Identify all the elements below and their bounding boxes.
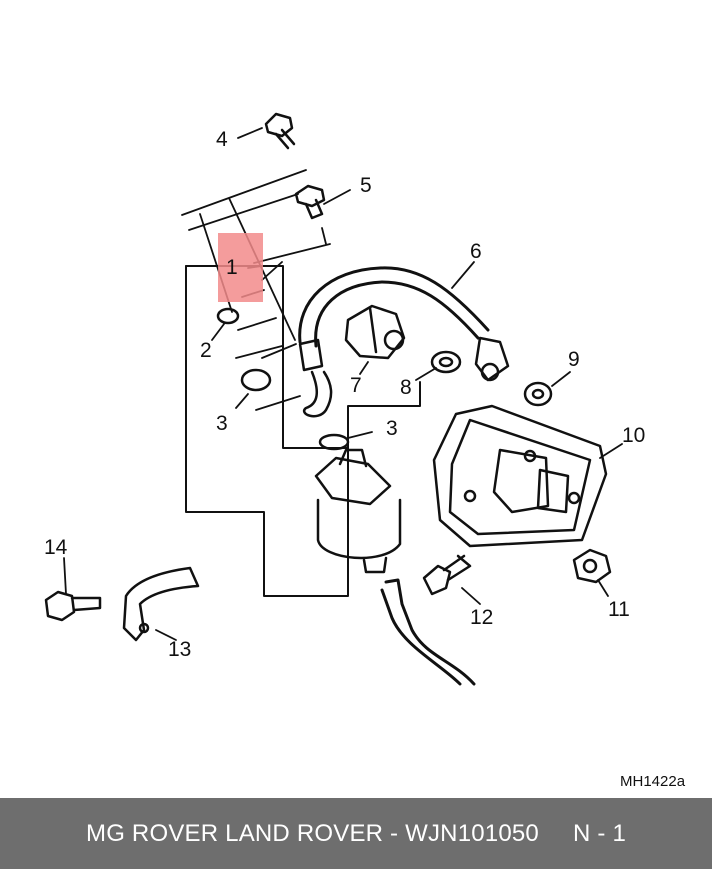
callout-11[interactable]: 11	[608, 598, 630, 621]
callout-12[interactable]: 12	[470, 606, 493, 629]
banjo-bolt-5-drawing	[294, 184, 326, 220]
fuel-hose-6-drawing	[298, 266, 510, 418]
footer-brand-text: MG ROVER LAND ROVER - WJN101050	[86, 819, 539, 847]
diagram-reference-code: MH1422a	[620, 773, 686, 790]
callout-9[interactable]: 9	[568, 348, 580, 371]
outlet-pipe-drawing	[380, 578, 476, 686]
callout-3-lower[interactable]: 3	[386, 417, 398, 440]
callout-5[interactable]: 5	[360, 174, 372, 197]
washer-9-drawing	[523, 381, 553, 407]
bracket-10-drawing	[432, 404, 608, 548]
callout-7[interactable]: 7	[350, 374, 362, 397]
grommet-11-drawing	[572, 548, 612, 584]
banjo-bolt-4-drawing	[264, 112, 296, 150]
footer-bar: MG ROVER LAND ROVER - WJN101050 N - 1	[0, 798, 712, 869]
fuel-filter-drawing	[314, 448, 402, 574]
bolt-12-drawing	[422, 554, 472, 596]
washer-8-drawing	[430, 350, 462, 374]
sealing-washer-upper-drawing	[240, 368, 272, 392]
callout-13[interactable]: 13	[168, 638, 191, 661]
parts-diagram: 1 2 3 3 4 5 6 7 8 9 10 11 12 13 14 MH142…	[44, 112, 686, 790]
union-7-drawing	[344, 304, 406, 360]
callout-2[interactable]: 2	[200, 339, 212, 362]
part-1-highlight[interactable]	[218, 233, 263, 302]
callout-1[interactable]: 1	[226, 256, 238, 279]
callout-10[interactable]: 10	[622, 424, 645, 447]
bolt-14-drawing	[44, 590, 102, 622]
footer-page-text: N - 1	[572, 819, 626, 847]
sealing-washer-lower-drawing	[318, 433, 350, 451]
callout-4[interactable]: 4	[216, 128, 228, 151]
clip-13-drawing	[122, 566, 200, 642]
callout-6[interactable]: 6	[470, 240, 482, 263]
callout-14[interactable]: 14	[44, 536, 68, 559]
callout-8[interactable]: 8	[400, 376, 412, 399]
callout-3-upper[interactable]: 3	[216, 412, 228, 435]
group-frame-outer	[185, 265, 421, 597]
